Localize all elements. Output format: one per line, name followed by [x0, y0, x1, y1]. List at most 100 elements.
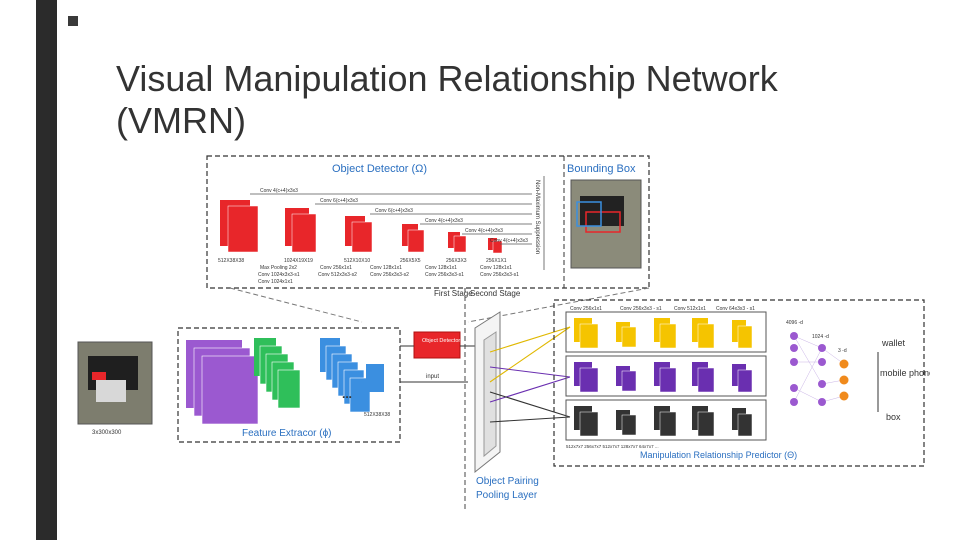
fc-edge: [793, 347, 823, 403]
det-block: [227, 205, 259, 253]
fc-edge: [793, 387, 823, 403]
fc-node: [790, 398, 798, 406]
fc-output-node: [839, 391, 849, 401]
mrp-row-violet: [574, 362, 753, 393]
fc-edge: [793, 335, 823, 385]
det-layer-label: Conv 256x3x3-s2: [370, 272, 409, 278]
bbox-box-red: [585, 211, 621, 233]
det-conv-label: Conv 4(c+4)x3x3: [260, 188, 298, 194]
mrp-block: [737, 325, 753, 349]
det-block: [351, 221, 373, 253]
mrp-block: [737, 369, 753, 393]
mrp-label: Manipulation Relationship Predictor (Θ): [640, 450, 797, 460]
det-conv-label: Conv 4(c+4)x3x3: [490, 238, 528, 244]
title-line-2: (VMRN): [116, 100, 246, 141]
fc-node: [790, 358, 798, 366]
mrp-block: [659, 411, 677, 437]
input-label: input: [426, 374, 439, 380]
input-object-phone: [96, 380, 126, 402]
mrp-block: [737, 413, 753, 437]
detector-arrows: [250, 193, 532, 245]
fc-node: [818, 344, 826, 352]
fc3-label: 3 -d: [838, 348, 847, 354]
fe-block: [349, 377, 371, 413]
det-conv-label: Conv 4(c+4)x3x3: [425, 218, 463, 224]
feature-dots: ...: [342, 387, 352, 401]
fc-node: [790, 332, 798, 340]
mrp-block: [579, 367, 599, 393]
det-layer-label: Conv 256x1x1: [320, 265, 352, 271]
det-block: [407, 229, 425, 253]
object-detector-box: [413, 331, 461, 359]
mrp-conv-labels: Conv 256x1x1 Conv 256x3x3 - s1 Conv 512x…: [570, 306, 755, 312]
slide-title: Visual Manipulation Relationship Network…: [116, 58, 916, 142]
pairing-label-1: Object Pairing: [476, 476, 539, 487]
det-conv-label: Conv 4(c+4)x3x3: [465, 228, 503, 234]
diagram-svg: Object Detector (Ω) Bounding Box Conv 4(…: [70, 152, 934, 512]
pair-line-yellow: [489, 326, 571, 353]
bbox-title: Bounding Box: [567, 163, 636, 175]
det-block: [453, 235, 467, 253]
input-dims: 3x300x300: [92, 430, 122, 436]
mrp-frame: [553, 299, 925, 467]
fe-block: [277, 369, 301, 409]
mrp-conv-label: Conv 512x1x1: [674, 306, 706, 312]
title-line-1: Visual Manipulation Relationship Network: [116, 58, 778, 99]
mrp-block: [659, 323, 677, 349]
det-layer-label: Conv 1024x3x3-s1: [258, 272, 300, 278]
pair-line-black: [489, 391, 571, 418]
mrp-conv-label: Conv 64x3x3 - s1: [716, 306, 755, 312]
det-dim-label: 256X1X1: [486, 258, 507, 264]
det-layer-label: Conv 256x3x3-s1: [480, 272, 519, 278]
slide-accent-square: [68, 16, 78, 26]
detector-title: Object Detector (Ω): [332, 163, 427, 175]
fc-edge: [821, 347, 845, 365]
nms-label: Non-Maximum Suppression: [534, 180, 540, 254]
mrp-block: [621, 326, 637, 348]
feature-blocks: [186, 338, 384, 425]
pair-line-violet: [489, 366, 571, 378]
mrp-block: [659, 367, 677, 393]
fc-edge: [793, 335, 823, 349]
det-block: [492, 240, 503, 254]
mrp-bottom-dims: 512x7x7 256x7x7 512x7x7 128x7x7 64x7x7 .…: [566, 444, 659, 449]
object-detector-box-label: Object Detector: [422, 338, 460, 344]
det-dim-label: 512X38X38: [218, 258, 244, 264]
feature-label: Feature Extracor (ϕ): [242, 428, 332, 439]
det-dim-label: 256X3X3: [446, 258, 467, 264]
mrp-row-yellow-frame: [565, 311, 767, 353]
vmrn-diagram: Object Detector (Ω) Bounding Box Conv 4(…: [70, 152, 934, 512]
det-layer-label: Conv 1024x1x1: [258, 279, 293, 285]
mrp-block: [697, 367, 715, 393]
det-block: [291, 213, 317, 253]
fc1-label: 4096 -d: [786, 320, 803, 326]
fc-node: [818, 398, 826, 406]
fc-node: [790, 384, 798, 392]
det-layer-label: Conv 128x1x1: [370, 265, 402, 271]
output-box: box: [886, 412, 901, 422]
det-dim-label: 256X5X5: [400, 258, 421, 264]
mrp-conv-label: Conv 256x1x1: [570, 306, 602, 312]
detector-blocks: [220, 200, 503, 254]
pair-line-black: [489, 416, 571, 423]
mrp-block: [579, 411, 599, 437]
output-wallet: wallet: [881, 338, 906, 348]
mrp-block: [697, 323, 715, 349]
connector-left: [229, 287, 363, 323]
mrp-block: [621, 414, 637, 436]
det-conv-label: Conv 6(c+4)x3x3: [320, 198, 358, 204]
pairing-layer-inner: [483, 331, 497, 458]
det-layer-label: Max Pooling 2x2: [260, 265, 297, 271]
input-object-red: [92, 372, 106, 380]
fc-edges: [793, 335, 845, 403]
fc-output-node: [839, 375, 849, 385]
pair-line-yellow: [489, 326, 571, 383]
fe-block: [201, 355, 259, 425]
fc2-label: 1024 -d: [812, 334, 829, 340]
slide-left-bar: [36, 0, 57, 540]
mrp-row-yellow: [574, 318, 753, 349]
det-block: [488, 238, 497, 250]
bbox-object-wallet: [580, 196, 624, 226]
pairing-lines: [489, 326, 571, 423]
detector-layer-labels: Max Pooling 2x2 Conv 256x1x1 Conv 128x1x…: [258, 265, 519, 285]
